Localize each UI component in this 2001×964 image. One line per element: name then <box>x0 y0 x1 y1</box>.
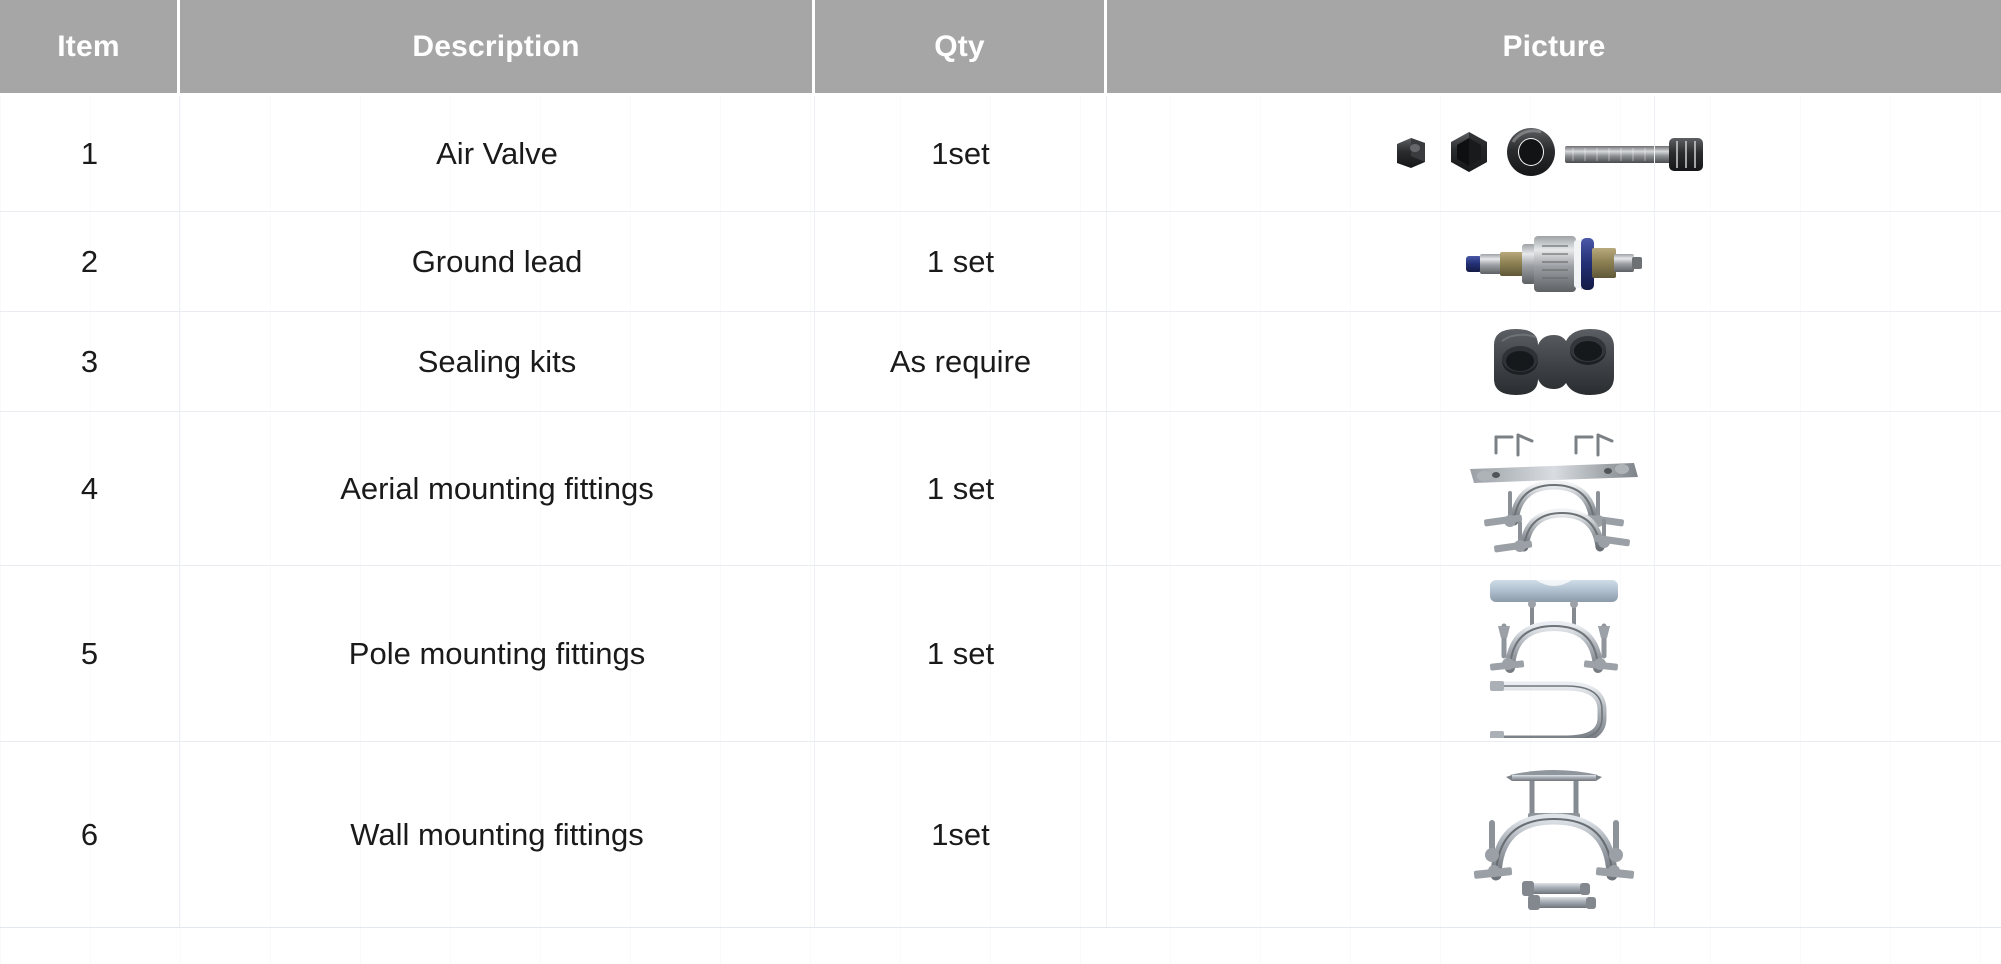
cell-description: Wall mounting fittings <box>180 742 815 927</box>
table-row[interactable]: 1 Air Valve 1set air-valve-parts-photo <box>0 96 2001 212</box>
aerial-mounting-fittings-photo <box>1107 412 2001 565</box>
cell-description: Aerial mounting fittings <box>180 412 815 565</box>
cell-picture: aerial-mounting-fittings-photo <box>1107 412 2001 565</box>
table-row[interactable]: 5 Pole mounting fittings 1 set pole-moun… <box>0 566 2001 742</box>
column-header-item[interactable]: Item <box>0 0 180 96</box>
cell-item: 4 <box>0 412 180 565</box>
cell-description: Sealing kits <box>180 312 815 411</box>
pole-mounting-fittings-photo <box>1107 566 2001 741</box>
cell-qty: 1set <box>815 96 1107 211</box>
column-header-qty[interactable]: Qty <box>815 0 1107 96</box>
cell-item: 5 <box>0 566 180 741</box>
ground-lead-connector-photo <box>1107 212 2001 311</box>
air-valve-parts-photo <box>1107 96 2001 211</box>
sealing-kit-rubber-block-photo <box>1107 312 2001 411</box>
cell-item: 6 <box>0 742 180 927</box>
cell-description: Air Valve <box>180 96 815 211</box>
cell-picture: sealing-kit-rubber-block-photo <box>1107 312 2001 411</box>
cell-qty: 1set <box>815 742 1107 927</box>
table-row[interactable]: 4 Aerial mounting fittings 1 set aerial-… <box>0 412 2001 566</box>
cell-qty: 1 set <box>815 212 1107 311</box>
table-body: 1 Air Valve 1set air-valve-parts-photo <box>0 96 2001 964</box>
column-header-picture[interactable]: Picture <box>1107 0 2001 96</box>
table-row[interactable]: 6 Wall mounting fittings 1set wall-mount… <box>0 742 2001 928</box>
cell-picture: wall-mounting-fittings-photo <box>1107 742 2001 927</box>
cell-item: 2 <box>0 212 180 311</box>
cell-description: Ground lead <box>180 212 815 311</box>
cell-description: Pole mounting fittings <box>180 566 815 741</box>
column-header-description[interactable]: Description <box>180 0 815 96</box>
cell-item: 3 <box>0 312 180 411</box>
table-row[interactable]: 2 Ground lead 1 set ground-lead-connecto… <box>0 212 2001 312</box>
cell-qty: 1 set <box>815 566 1107 741</box>
cell-picture: air-valve-parts-photo <box>1107 96 2001 211</box>
wall-mounting-fittings-photo <box>1107 742 2001 927</box>
table-header-row: Item Description Qty Picture <box>0 0 2001 96</box>
cell-qty: 1 set <box>815 412 1107 565</box>
cell-picture: pole-mounting-fittings-photo <box>1107 566 2001 741</box>
table-row[interactable]: 3 Sealing kits As require sealing-kit-ru… <box>0 312 2001 412</box>
cell-picture: ground-lead-connector-photo <box>1107 212 2001 311</box>
cell-item: 1 <box>0 96 180 211</box>
cell-qty: As require <box>815 312 1107 411</box>
